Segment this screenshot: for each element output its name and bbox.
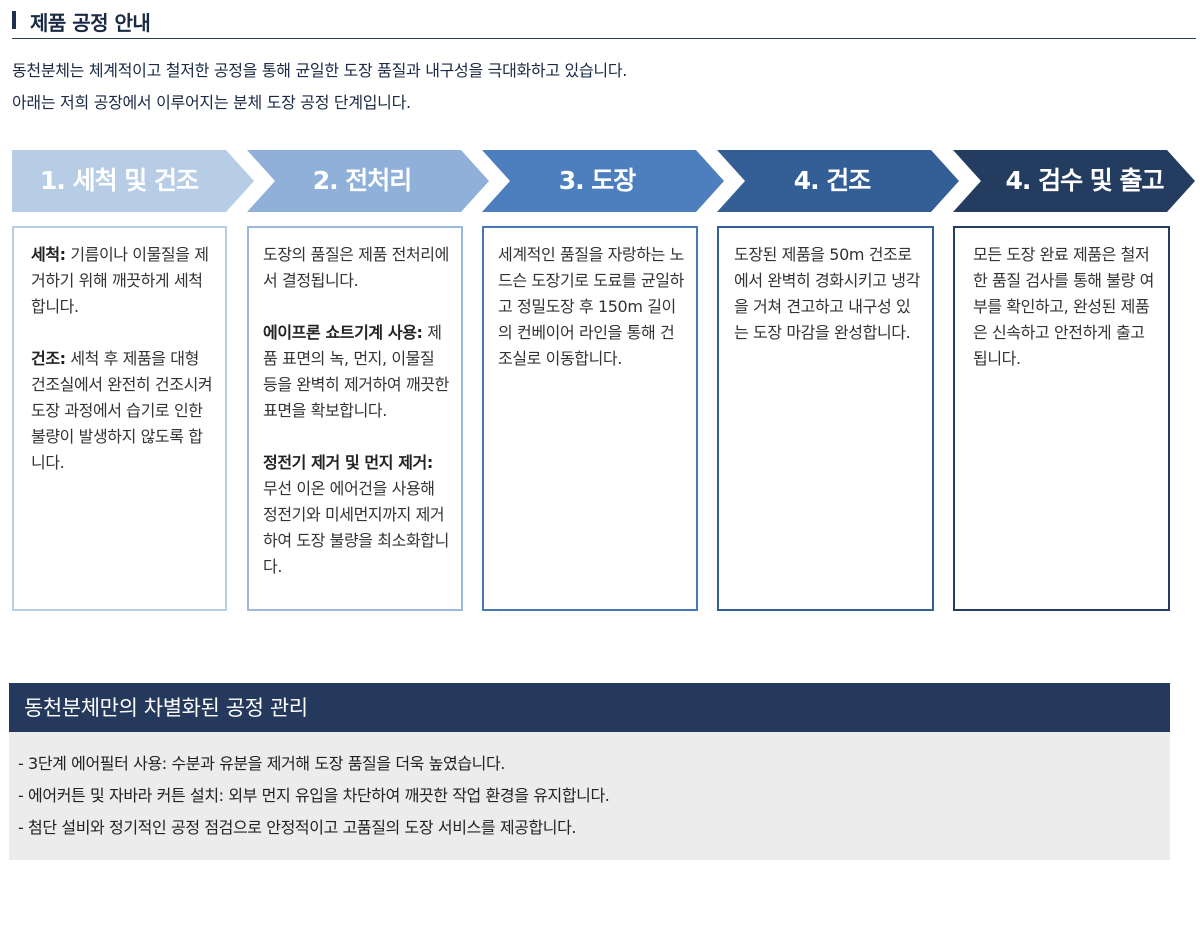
step-5-paragraph-1: 모든 도장 완료 제품은 철저한 품질 검사를 통해 불량 여부를 확인하고, … — [973, 242, 1158, 372]
page-title-section: 제품 공정 안내 — [12, 8, 1196, 39]
step-box-1: 세척: 기름이나 이물질을 제거하기 위해 깨끗하게 세척합니다. 건조: 세척… — [12, 226, 227, 611]
step-4-paragraph-1: 도장된 제품을 50m 건조로에서 완벽히 경화시키고 냉각을 거쳐 견고하고 … — [734, 242, 922, 346]
process-arrows-graphic — [12, 150, 1195, 212]
step-2-heading-3: 정전기 제거 및 먼지 제거: — [263, 453, 433, 472]
step-arrow-5 — [953, 150, 1195, 212]
feature-item-1: - 3단계 에어필터 사용: 수분과 유분을 제거해 도장 품질을 더욱 높였습… — [18, 754, 505, 773]
step-2-text-3: 무선 이온 에어건을 사용해 정전기와 미세먼지까지 제거하여 도장 불량을 최… — [263, 479, 449, 576]
step-2-paragraph-3: 정전기 제거 및 먼지 제거: 무선 이온 에어건을 사용해 정전기와 미세먼지… — [263, 450, 451, 580]
step-box-3: 세계적인 품질을 자랑하는 노드슨 도장기로 도료를 균일하고 정밀도장 후 1… — [482, 226, 698, 611]
step-3-text-1: 세계적인 품질을 자랑하는 노드슨 도장기로 도료를 균일하고 정밀도장 후 1… — [498, 245, 684, 368]
step-1-text-2: 세척 후 제품을 대형 건조실에서 완전히 건조시켜 도장 과정에서 습기로 인… — [31, 349, 213, 472]
step-box-5: 모든 도장 완료 제품은 철저한 품질 검사를 통해 불량 여부를 확인하고, … — [953, 226, 1170, 611]
step-3-paragraph-1: 세계적인 품질을 자랑하는 노드슨 도장기로 도료를 균일하고 정밀도장 후 1… — [498, 242, 688, 372]
intro-line-1: 동천분체는 체계적이고 철저한 공정을 통해 균일한 도장 품질과 내구성을 극… — [12, 61, 628, 80]
title-accent-bar — [12, 11, 16, 29]
step-1-paragraph-2: 건조: 세척 후 제품을 대형 건조실에서 완전히 건조시켜 도장 과정에서 습… — [31, 346, 215, 476]
step-2-text-2: 제품 표면의 녹, 먼지, 이물질 등을 완벽히 제거하여 깨끗한 표면을 확보… — [263, 323, 449, 420]
process-steps-arrows: 1. 세척 및 건조 2. 전처리 3. 도장 4. 건조 4. 검수 및 출고 — [0, 150, 1200, 212]
intro-line-2: 아래는 저희 공장에서 이루어지는 분체 도장 공정 단계입니다. — [12, 93, 411, 112]
feature-item-3: - 첨단 설비와 정기적인 공정 점검으로 안정적이고 고품질의 도장 서비스를… — [18, 818, 577, 837]
step-1-heading-1: 세척: — [31, 245, 66, 264]
step-arrow-2 — [247, 150, 489, 212]
feature-item-2: - 에어커튼 및 자바라 커튼 설치: 외부 먼지 유입을 차단하여 깨끗한 작… — [18, 786, 610, 805]
step-label-5: 4. 검수 및 출고 — [1005, 166, 1164, 195]
step-box-2: 도장의 품질은 제품 전처리에서 결정됩니다. 에이프론 쇼트기계 사용: 제품… — [247, 226, 463, 611]
step-2-paragraph-2: 에이프론 쇼트기계 사용: 제품 표면의 녹, 먼지, 이물질 등을 완벽히 제… — [263, 320, 451, 424]
step-1-paragraph-1: 세척: 기름이나 이물질을 제거하기 위해 깨끗하게 세척합니다. — [31, 242, 215, 320]
step-1-text-1: 기름이나 이물질을 제거하기 위해 깨끗하게 세척합니다. — [31, 245, 209, 316]
step-2-text-1: 도장의 품질은 제품 전처리에서 결정됩니다. — [263, 245, 449, 290]
step-4-text-1: 도장된 제품을 50m 건조로에서 완벽히 경화시키고 냉각을 거쳐 견고하고 … — [734, 245, 920, 342]
step-5-text-1: 모든 도장 완료 제품은 철저한 품질 검사를 통해 불량 여부를 확인하고, … — [973, 245, 1154, 368]
features-title: 동천분체만의 차별화된 공정 관리 — [24, 696, 308, 720]
step-label-2: 2. 전처리 — [312, 166, 413, 195]
step-label-3: 3. 도장 — [558, 166, 637, 195]
features-list: - 3단계 에어필터 사용: 수분과 유분을 제거해 도장 품질을 더욱 높였습… — [9, 732, 1170, 860]
step-label-1: 1. 세척 및 건조 — [39, 166, 199, 195]
page-title: 제품 공정 안내 — [30, 11, 151, 35]
step-1-heading-2: 건조: — [31, 349, 66, 368]
step-arrow-3 — [482, 150, 724, 212]
step-box-4: 도장된 제품을 50m 건조로에서 완벽히 경화시키고 냉각을 거쳐 견고하고 … — [717, 226, 934, 611]
features-header: 동천분체만의 차별화된 공정 관리 — [9, 683, 1170, 732]
step-arrow-1 — [12, 150, 254, 212]
step-arrow-4 — [717, 150, 959, 212]
step-2-heading-2: 에이프론 쇼트기계 사용: — [263, 323, 423, 342]
step-label-4: 4. 건조 — [793, 166, 872, 195]
step-2-paragraph-1: 도장의 품질은 제품 전처리에서 결정됩니다. — [263, 242, 451, 294]
